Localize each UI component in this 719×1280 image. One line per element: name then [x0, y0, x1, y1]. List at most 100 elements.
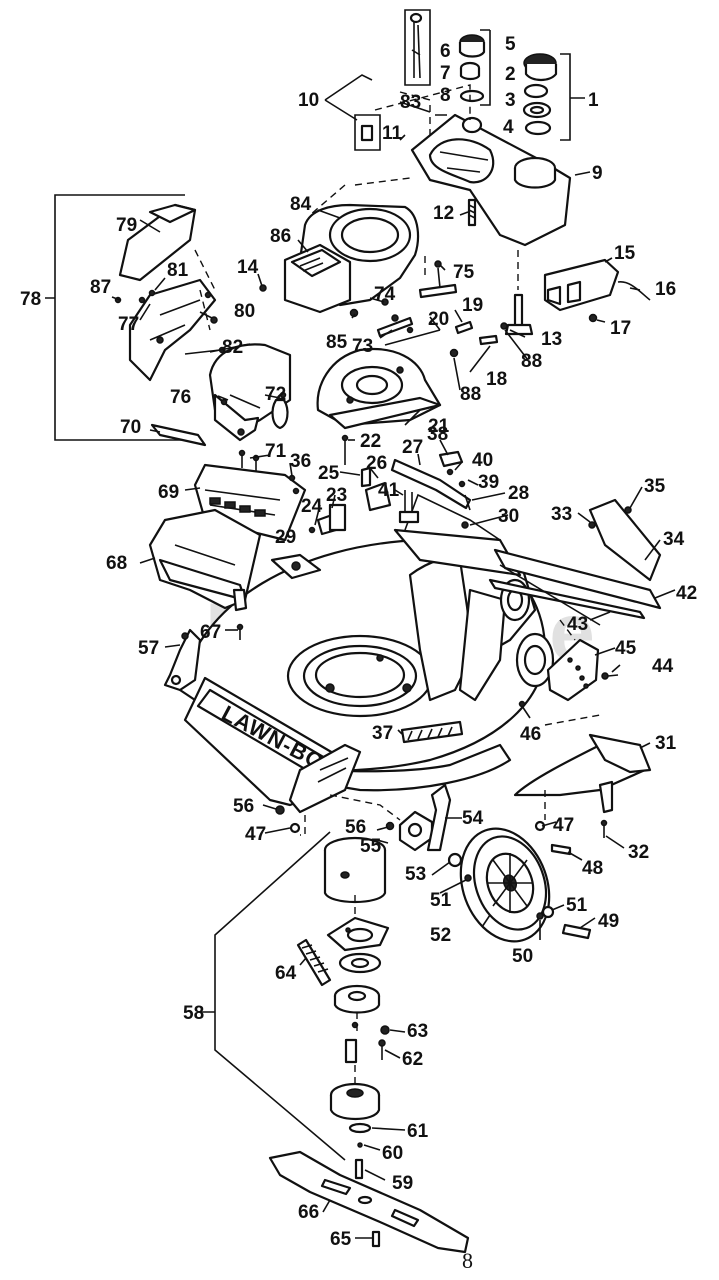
callout-26: 26 — [366, 453, 387, 474]
dipstick-group — [354, 9, 471, 151]
callout-42: 42 — [676, 583, 697, 604]
callout-40: 40 — [472, 450, 493, 471]
callout-56a: 56 — [233, 796, 254, 817]
callout-2: 2 — [505, 64, 516, 85]
callout-37: 37 — [372, 723, 393, 744]
callout-84: 84 — [290, 194, 312, 215]
callout-10: 10 — [298, 90, 319, 111]
callout-85: 85 — [326, 332, 348, 353]
callout-72: 72 — [265, 384, 286, 405]
callout-66: 66 — [298, 1202, 319, 1223]
callout-74: 74 — [374, 284, 396, 305]
fuel-cap-assembly — [522, 53, 585, 141]
callout-77: 77 — [118, 314, 139, 335]
callout-38: 38 — [427, 424, 448, 445]
callout-80: 80 — [234, 301, 255, 322]
front-wheel-bracket — [275, 783, 452, 852]
callout-22: 22 — [360, 431, 381, 452]
warning-decal — [150, 423, 207, 447]
callout-46: 46 — [520, 724, 541, 745]
assembly-guidelines — [194, 249, 576, 1085]
callout-49: 49 — [598, 911, 619, 932]
callout-47a: 47 — [245, 824, 266, 845]
callout-51b: 51 — [566, 895, 588, 916]
callout-88a: 88 — [521, 351, 542, 372]
callout-14: 14 — [237, 257, 259, 278]
callout-13: 13 — [541, 329, 562, 350]
callout-83: 83 — [400, 92, 421, 113]
callout-31: 31 — [655, 733, 677, 754]
callout-81: 81 — [167, 260, 189, 281]
callout-33: 33 — [551, 504, 572, 525]
callout-51a: 51 — [430, 890, 452, 911]
height-adjust-decal — [270, 553, 322, 580]
callout-62: 62 — [402, 1049, 423, 1070]
callout-36: 36 — [290, 451, 311, 472]
callout-1: 1 — [588, 90, 599, 111]
callout-88b: 88 — [460, 384, 481, 405]
mower-deck: LAWN-BOY — [178, 493, 555, 814]
callout-71: 71 — [265, 441, 287, 462]
callout-6: 6 — [440, 41, 451, 62]
callout-19: 19 — [462, 295, 483, 316]
callout-79: 79 — [116, 215, 137, 236]
callout-39: 39 — [478, 472, 499, 493]
callout-32: 32 — [628, 842, 649, 863]
callout-58: 58 — [183, 1003, 204, 1024]
callout-73: 73 — [352, 336, 373, 357]
callout-18: 18 — [486, 369, 507, 390]
callout-29: 29 — [275, 527, 296, 548]
leader-lines — [111, 74, 676, 1239]
callout-47b: 47 — [553, 815, 574, 836]
callout-82: 82 — [222, 337, 243, 358]
callout-28: 28 — [508, 483, 529, 504]
callout-41: 41 — [378, 480, 400, 501]
callout-60: 60 — [382, 1143, 403, 1164]
callout-87: 87 — [90, 277, 111, 298]
rear-handle-bracket-group — [45, 194, 226, 441]
callout-65: 65 — [330, 1229, 352, 1250]
callout-52: 52 — [430, 925, 451, 946]
callout-16: 16 — [655, 279, 676, 300]
callout-67: 67 — [200, 622, 221, 643]
blower-housing — [283, 177, 420, 318]
callout-68: 68 — [106, 553, 127, 574]
callout-labels: 1 2 3 4 5 6 7 8 9 10 11 12 13 14 15 16 1… — [20, 34, 697, 1250]
rear-wheel — [447, 820, 592, 943]
height-adjust-plate — [546, 638, 619, 702]
callout-48: 48 — [582, 858, 603, 879]
callout-43: 43 — [567, 614, 588, 635]
callout-75: 75 — [453, 262, 475, 283]
rear-discharge-guard — [208, 343, 292, 442]
callout-64: 64 — [275, 963, 297, 984]
callout-5: 5 — [505, 34, 516, 55]
callout-34: 34 — [663, 529, 685, 550]
callout-25: 25 — [318, 463, 340, 484]
callout-69: 69 — [158, 482, 179, 503]
callout-44: 44 — [652, 656, 674, 677]
callout-53: 53 — [405, 864, 426, 885]
side-shields — [148, 463, 307, 612]
callout-23: 23 — [326, 485, 347, 506]
callout-12: 12 — [433, 203, 454, 224]
callout-56b: 56 — [345, 817, 366, 838]
engine-shroud — [410, 113, 572, 247]
engine-base-plate — [316, 347, 442, 430]
callout-24: 24 — [301, 496, 323, 517]
callout-4: 4 — [503, 117, 514, 138]
callout-59: 59 — [392, 1173, 413, 1194]
stud — [467, 198, 477, 227]
callout-8: 8 — [440, 85, 451, 106]
control-bracket — [543, 258, 651, 323]
oil-cap-assembly — [458, 29, 491, 106]
blade-assembly — [200, 831, 470, 1254]
callout-57: 57 — [138, 638, 159, 659]
callout-63: 63 — [407, 1021, 428, 1042]
callout-30: 30 — [498, 506, 519, 527]
callout-21: 21 — [428, 416, 450, 437]
rear-axle-parts — [390, 450, 472, 529]
callout-9: 9 — [592, 163, 603, 184]
rear-deflector — [513, 714, 652, 838]
callout-61: 61 — [407, 1121, 429, 1142]
